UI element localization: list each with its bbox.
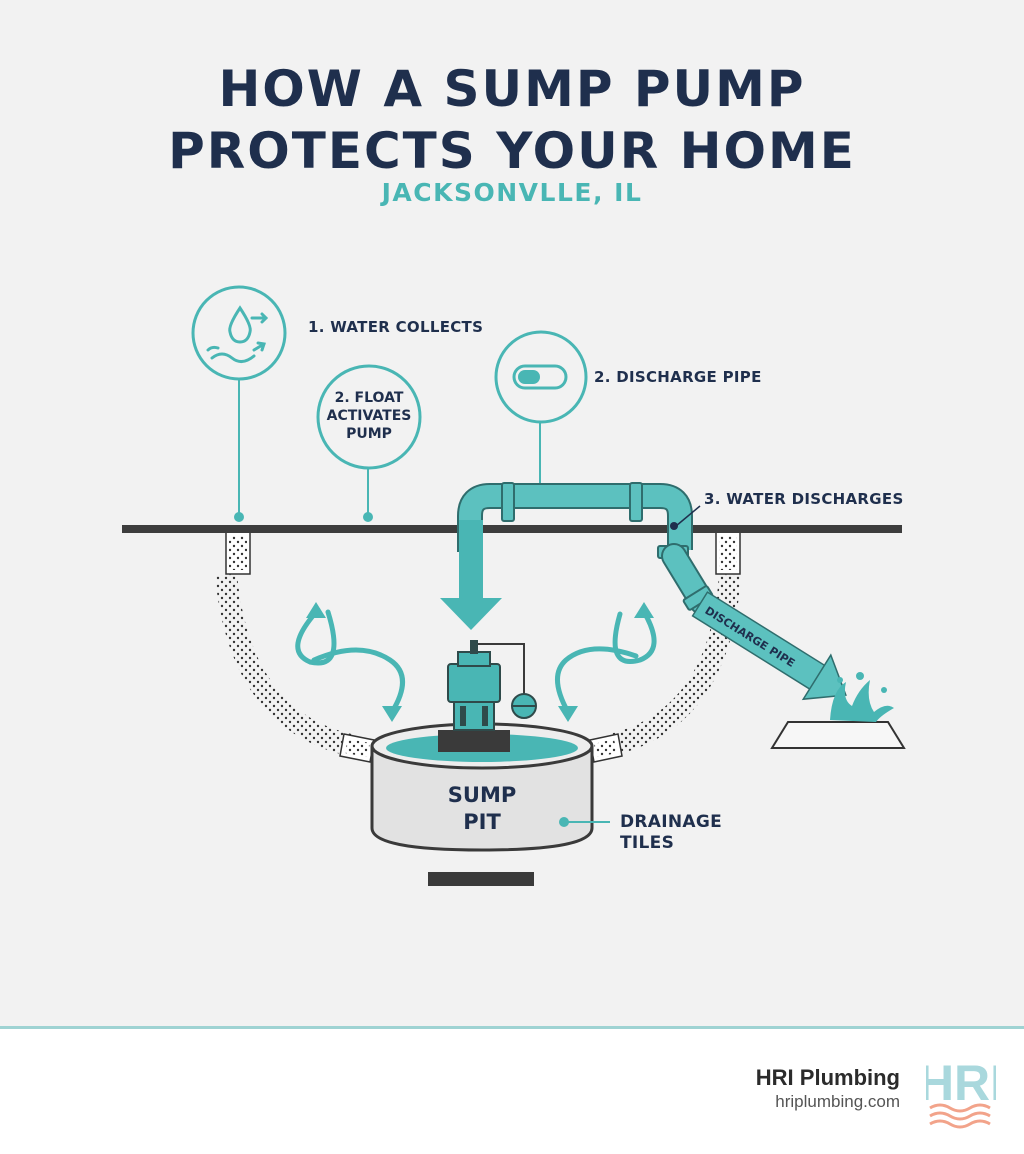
drainage-tile-right-top-fill (719, 536, 737, 570)
step-label-water-collects: 1. WATER COLLECTS (308, 318, 484, 336)
pit-line-2: PIT (463, 810, 501, 834)
gravel-backfill-left (215, 573, 353, 756)
drain-pad (770, 721, 906, 749)
inflow-arrow (440, 520, 502, 630)
hri-logo: HRI (926, 1055, 996, 1129)
step-circle-2 (316, 364, 422, 470)
drainage-line-2: TILES (620, 833, 675, 853)
step-label-discharge-pipe: 2. DISCHARGE PIPE (594, 368, 762, 386)
floor-base (428, 872, 534, 886)
sump-pump (438, 640, 525, 752)
sump-pump-diagram: DISCHARGE PIPE (122, 285, 906, 886)
callout-line-4 (675, 505, 701, 527)
pipe-icon (512, 364, 568, 390)
water-drop-icon (206, 305, 269, 363)
drainage-tile-right (589, 733, 623, 763)
drainage-line-1: DRAINAGE (620, 812, 723, 832)
float-line-1: 2. FLOAT (334, 390, 404, 406)
discharge-pipe (457, 482, 715, 615)
pit-line-1: SUMP (447, 783, 517, 807)
flow-arrows-right (555, 609, 657, 715)
float-line-3: PUMP (346, 426, 392, 442)
step-circle-3 (494, 330, 588, 424)
float-line-2: ACTIVATES (326, 408, 412, 424)
step-label-float: 2. FLOAT ACTIVATES PUMP (320, 389, 418, 443)
drainage-tile-left (339, 733, 375, 763)
page-title: HOW A SUMP PUMP PROTECTS YOUR HOME (0, 58, 1024, 182)
flow-arrowheads-right (558, 602, 654, 722)
drainage-tile-left-top-fill (229, 536, 247, 570)
sump-pit-label: SUMP PIT (412, 782, 552, 836)
step-circle-1 (191, 285, 287, 381)
flow-arrows-left (295, 607, 405, 715)
callout-dot-1 (234, 512, 244, 522)
footer-bar (0, 1026, 1024, 1154)
drainage-tiles-label: DRAINAGE TILES (620, 812, 722, 854)
callout-dot-2 (363, 512, 373, 522)
splash-icon (830, 672, 894, 722)
location-subtitle: JACKSONVLLE, IL (381, 178, 643, 207)
float-switch (511, 693, 537, 719)
company-name: HRI Plumbing (755, 1065, 900, 1090)
logo-text: HRI (926, 1055, 996, 1111)
company-website[interactable]: hriplumbing.com (775, 1092, 900, 1111)
floor-line (122, 525, 902, 533)
callout-dot-drainage (559, 817, 569, 827)
flow-arrowheads-left (306, 602, 402, 722)
title-line-1: HOW A SUMP PUMP (218, 60, 806, 118)
title-line-2: PROTECTS YOUR HOME (168, 122, 856, 180)
step-label-water-discharges: 3. WATER DISCHARGES (704, 490, 904, 508)
